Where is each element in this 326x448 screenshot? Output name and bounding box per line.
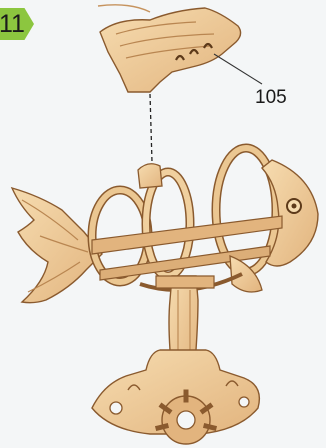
gear-base xyxy=(92,350,259,444)
fin-part-105 xyxy=(98,5,241,92)
callout-leader-line xyxy=(214,54,262,84)
part-number-label: 105 xyxy=(255,87,287,109)
assembly-guide-line xyxy=(150,94,152,162)
